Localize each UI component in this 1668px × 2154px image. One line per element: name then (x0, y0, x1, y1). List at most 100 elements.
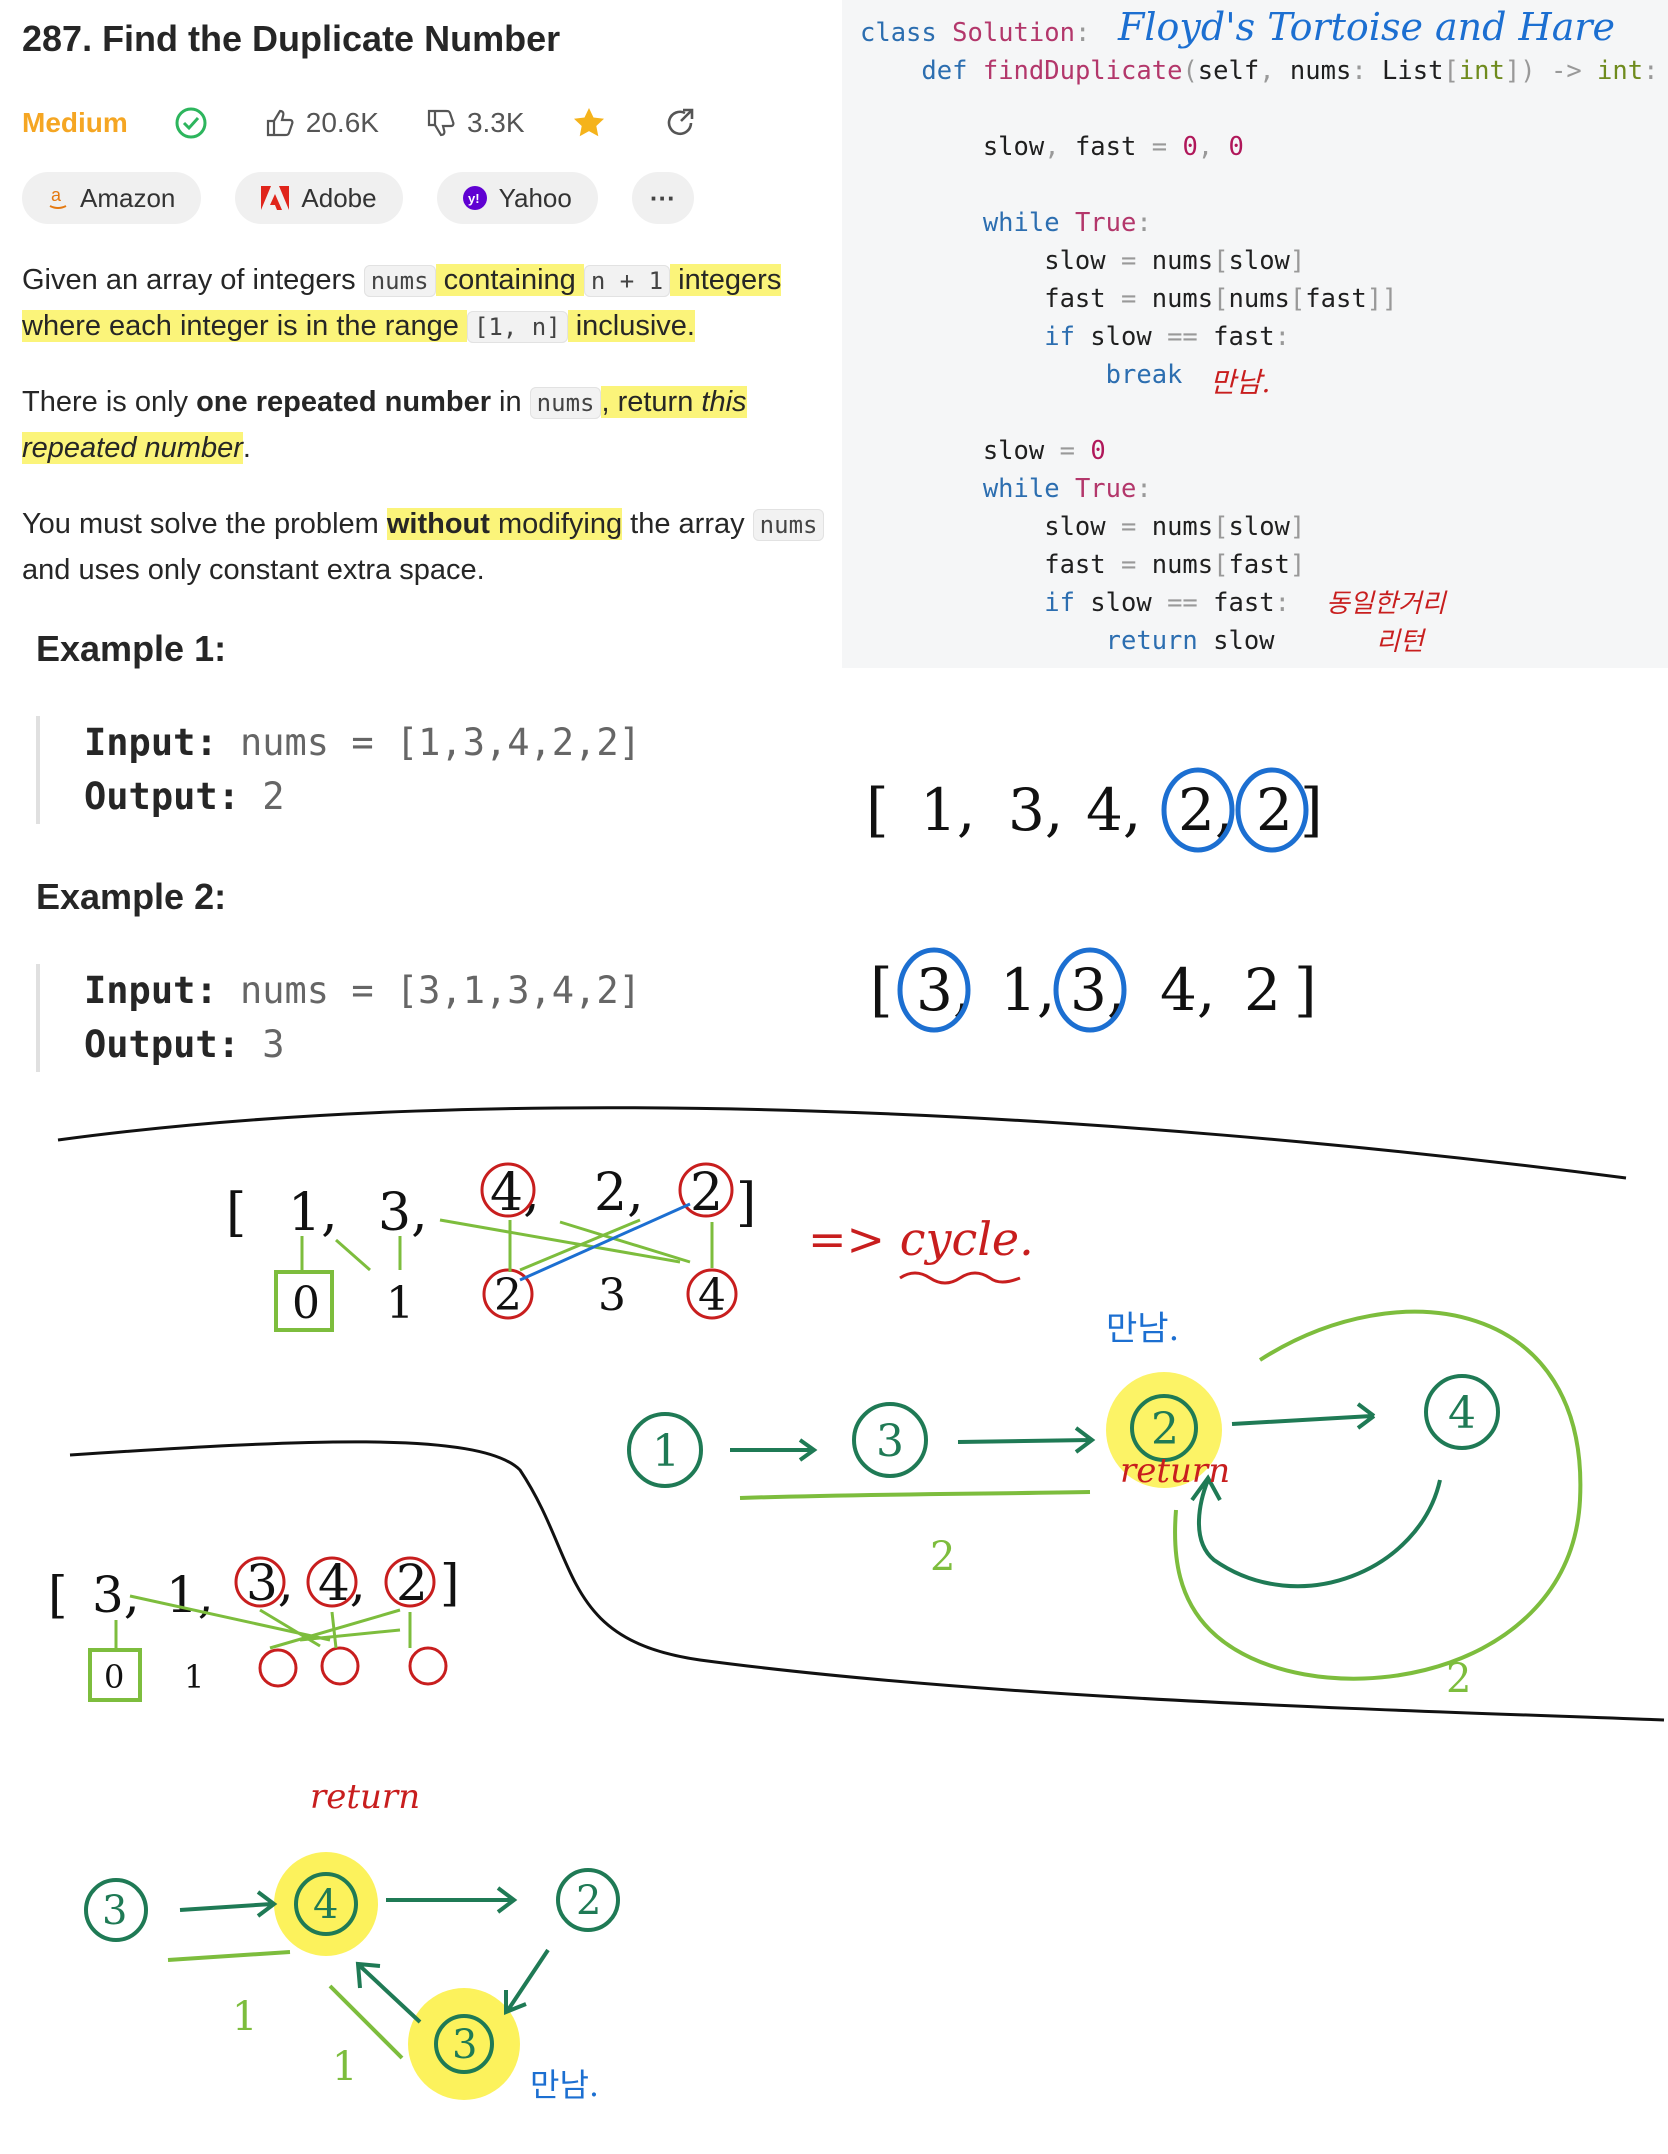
array1-bracket-close: ] (1300, 776, 1323, 844)
tag-label: Yahoo (498, 182, 572, 213)
dislike-button[interactable]: 3.3K (425, 107, 525, 139)
node-label: 4 (1448, 1388, 1476, 1439)
example-2-input: Input: nums = [3,1,3,4,2] (84, 964, 641, 1018)
sketch2-bracket-close: ] (440, 1554, 460, 1612)
adobe-logo-icon (261, 186, 290, 210)
inline-code-range: [1, n] (466, 311, 568, 343)
node-label: 3 (102, 1888, 127, 1934)
node-label: 3 (876, 1416, 904, 1467)
problem-title: 287. Find the Duplicate Number (22, 18, 561, 59)
node-label: 4 (313, 1882, 338, 1928)
amazon-logo-icon: a (48, 185, 68, 211)
distance-label: 2 (1446, 1656, 1471, 1702)
node-label: 1 (652, 1426, 680, 1477)
example-1-heading: Example 1: (36, 628, 227, 669)
meet-note: 만남. (530, 2066, 599, 2104)
node-label: 2 (1151, 1404, 1179, 1455)
index-label: 3 (598, 1270, 626, 1321)
problem-meta-row: Medium 20.6K 3.3K (22, 100, 707, 146)
company-tags: a Amazon Adobe y! Yahoo ··· (22, 172, 728, 224)
tag-amazon[interactable]: a Amazon (22, 172, 202, 224)
example-1-block: Input: nums = [1,3,4,2,2] Output: 2 (36, 716, 641, 824)
tag-adobe[interactable]: Adobe (235, 172, 403, 224)
code-panel: class Solution: def findDuplicate(self, … (842, 0, 1668, 668)
inline-code-nums: nums (529, 387, 602, 419)
description-paragraph-2: There is only one repeated number in num… (22, 380, 842, 471)
output-label: Output: (84, 1023, 240, 1066)
input-value: nums = [1,3,4,2,2] (239, 721, 641, 764)
array2-item: 4, (1160, 956, 1215, 1024)
blue-circle (1161, 767, 1235, 853)
divider-line (69, 1440, 1665, 1722)
inline-code-nums: nums (363, 265, 436, 297)
like-count: 20.6K (305, 107, 379, 138)
tag-label: Adobe (301, 182, 377, 213)
blue-circle (1053, 947, 1127, 1033)
meet-note: 만남. (1210, 366, 1270, 399)
index-label: 4 (698, 1270, 726, 1321)
desc-text-highlight: , return (601, 386, 702, 418)
index-label: 2 (494, 1270, 522, 1321)
sketch1-item: 1, (288, 1183, 338, 1243)
array1-item: 3, (1008, 776, 1063, 844)
description-paragraph-1: Given an array of integers nums containi… (22, 258, 842, 350)
thumbs-up-icon (266, 109, 294, 137)
sketch1-bracket-close: ] (736, 1173, 756, 1233)
desc-text: and uses only constant extra space. (22, 554, 485, 586)
index-label: 0 (292, 1278, 320, 1329)
index-label: 0 (104, 1658, 124, 1696)
example-1-input: Input: nums = [1,3,4,2,2] (84, 716, 641, 770)
array2-bracket-open: [ (870, 956, 893, 1024)
share-icon[interactable] (663, 106, 707, 140)
favorite-star-icon[interactable] (571, 105, 617, 141)
blue-circle (1235, 767, 1309, 853)
inline-code-nums: nums (752, 509, 825, 541)
sketch2-item: 1, (166, 1566, 214, 1624)
description-paragraph-3: You must solve the problem without modif… (22, 502, 842, 593)
distance-label: 1 (332, 2044, 357, 2090)
cycle-note: => cycle. (808, 1212, 1034, 1266)
code-editor: class Solution: def findDuplicate(self, … (860, 18, 1659, 656)
yahoo-logo-icon: y! (462, 186, 487, 210)
return-label: return (310, 1777, 420, 1817)
solved-check-icon (174, 106, 218, 140)
more-tags-button[interactable]: ··· (631, 172, 694, 224)
divider-line (57, 1106, 1627, 1180)
svg-text:a: a (51, 185, 62, 205)
example-1-output: Output: 2 (84, 770, 641, 824)
svg-text:y!: y! (468, 191, 480, 206)
desc-text-highlight: containing (435, 264, 584, 296)
desc-text: . (242, 432, 251, 464)
return-label: return (1120, 1451, 1230, 1491)
output-value: 2 (262, 775, 285, 818)
code-title-note: Floyd's Tortoise and Hare (1117, 5, 1615, 49)
desc-text: the array (622, 508, 753, 540)
desc-text: in (490, 386, 530, 418)
array2-item: 1, (1000, 956, 1055, 1024)
desc-text-highlight: modifying (489, 508, 623, 540)
example-2-output: Output: 3 (84, 1018, 641, 1072)
sketch2-bracket-open: [ (48, 1566, 68, 1624)
array1-item: 1, (920, 776, 975, 844)
tag-yahoo[interactable]: y! Yahoo (436, 172, 598, 224)
like-button[interactable]: 20.6K (264, 107, 379, 139)
example-2-block: Input: nums = [3,1,3,4,2] Output: 3 (36, 964, 641, 1072)
index-label: 1 (184, 1658, 204, 1696)
difficulty-badge: Medium (22, 107, 128, 138)
array1-item: 2 (1256, 776, 1293, 844)
distance-label: 1 (232, 1994, 257, 2040)
sketch2-item: 3, (92, 1566, 140, 1624)
tag-label: Amazon (80, 182, 176, 213)
sketch1-item: 2, (594, 1163, 644, 1223)
input-value: nums = [3,1,3,4,2] (239, 969, 641, 1012)
dislike-count: 3.3K (466, 107, 525, 138)
desc-text-highlight: inclusive. (567, 310, 695, 342)
node-label: 2 (576, 1878, 601, 1924)
node-label: 3 (452, 2022, 477, 2068)
desc-text: There is only (22, 386, 197, 418)
desc-bold-highlight: without (386, 508, 490, 540)
example-2-heading: Example 2: (36, 876, 227, 917)
meet-note: 만남. (1106, 1309, 1179, 1349)
distance-label: 2 (930, 1534, 955, 1580)
